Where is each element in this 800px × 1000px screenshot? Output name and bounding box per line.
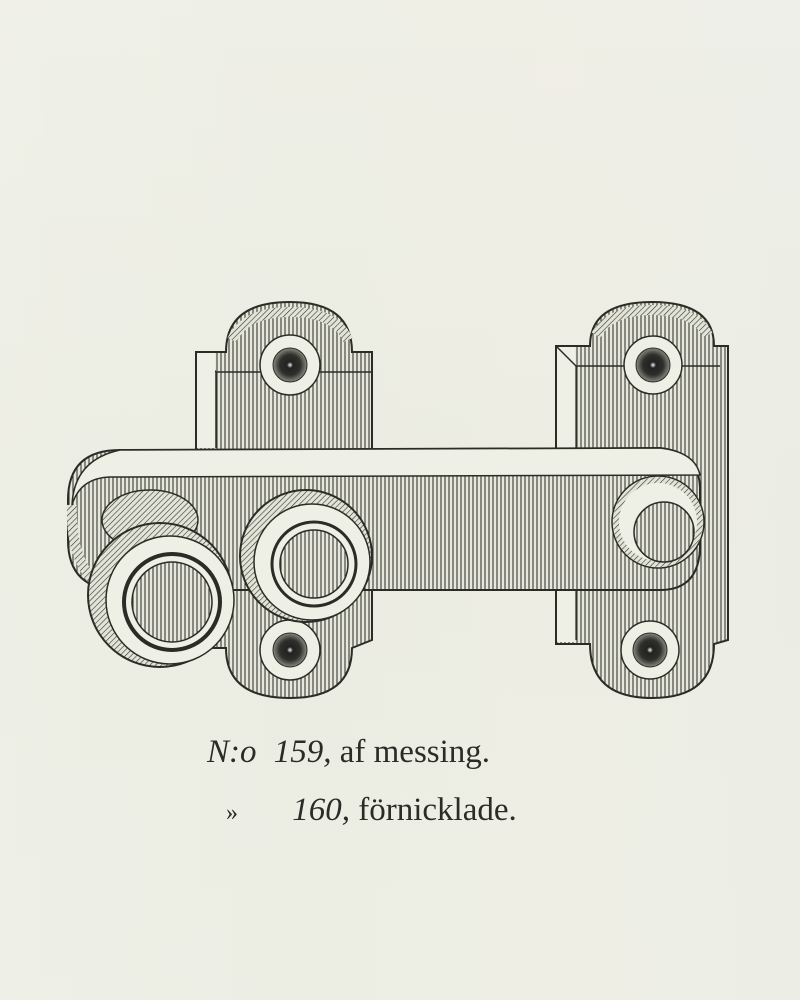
item-number: 159, — [273, 734, 332, 770]
item-description: af messing. — [339, 734, 491, 770]
item-number: 160, — [292, 792, 350, 828]
caption-line-2: » 160, förnicklade. — [226, 786, 517, 837]
item-description: förnicklade. — [358, 792, 517, 828]
latch-illustration — [66, 300, 729, 700]
pivot-knob — [611, 475, 705, 569]
item-prefix: N:o — [207, 734, 257, 770]
front-knob — [87, 489, 235, 668]
ditto-mark: » — [226, 800, 238, 826]
middle-knob — [239, 489, 373, 623]
caption-line-1: N:o 159, af messing. — [207, 728, 490, 776]
